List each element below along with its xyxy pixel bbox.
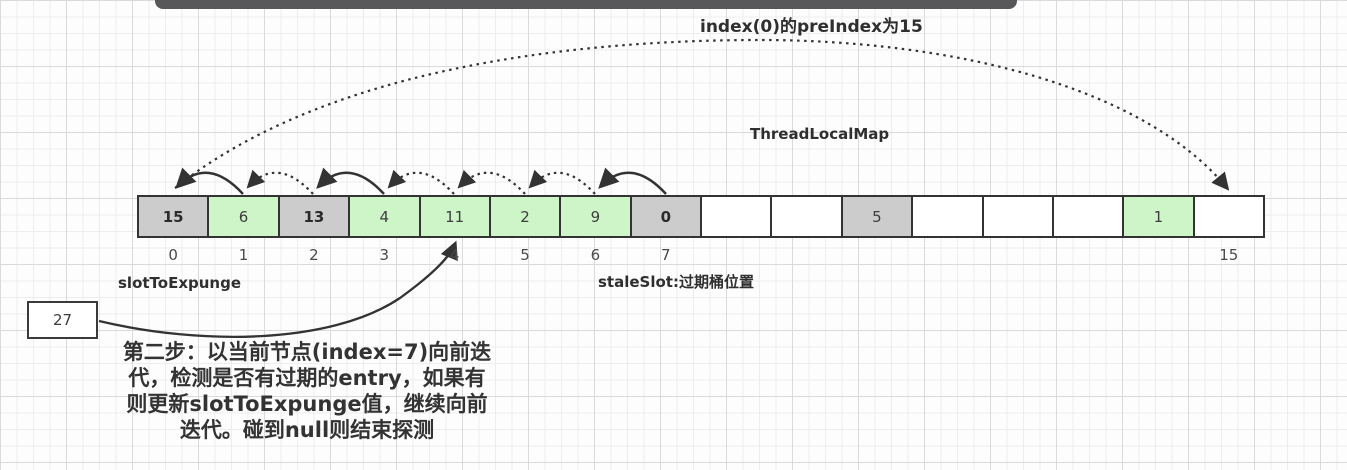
slot-to-expunge-label: slotToExpunge	[118, 274, 242, 292]
array-cell	[911, 195, 984, 238]
array-cell: 6 1	[207, 195, 280, 264]
step-note-line: 代，检测是否有过期的entry，如果有	[128, 366, 486, 390]
array-cell: 15	[1192, 195, 1265, 264]
array-cell: 15 0	[137, 195, 210, 264]
cell-index: 15	[1219, 246, 1239, 264]
array-cell: 4 3	[348, 195, 421, 264]
step-note: 第二步：以当前节点(index=7)向前迭 代，检测是否有过期的entry，如果…	[106, 339, 508, 443]
array-cell: 13 2	[277, 195, 351, 264]
array-cell: 1	[1122, 195, 1195, 238]
value-box-27: 27	[27, 301, 98, 339]
step-note-line: 第二步：以当前节点(index=7)向前迭	[122, 340, 492, 364]
bucket-array: 15 0 6 1 13 2 4 3 11 4 2	[137, 195, 1265, 264]
array-cell: 2 5	[488, 195, 562, 264]
probe-arc-1-to-0	[175, 167, 244, 195]
cell-index: 1	[238, 246, 249, 264]
cell-value: 5	[872, 207, 882, 226]
cell-index: 0	[168, 246, 178, 264]
cell-value: 11	[445, 207, 465, 226]
diagram-title: index(0)的preIndex为15	[700, 17, 923, 37]
cell-index: 4	[449, 246, 460, 264]
wrap-arc-index0-to-index15	[174, 38, 1230, 191]
cell-index: 2	[309, 246, 319, 264]
cell-value: 13	[303, 207, 325, 226]
cell-index: 5	[520, 246, 530, 264]
array-cell	[1051, 195, 1125, 238]
array-cell	[770, 195, 843, 238]
array-cell: 9 6	[559, 195, 632, 264]
threadlocalmap-label: ThreadLocalMap	[750, 125, 890, 143]
cell-value: 2	[520, 207, 530, 226]
cell-value: 6	[238, 207, 249, 226]
probe-arc-7-to-6	[598, 167, 667, 195]
cell-value: 0	[660, 207, 672, 226]
cell-value: 4	[379, 207, 390, 226]
cell-value: 15	[162, 207, 184, 226]
step-note-line: 迭代。碰到null则结束探测	[179, 418, 435, 442]
probe-arc-4-to-3	[387, 169, 455, 195]
cell-value: 9	[590, 207, 601, 226]
probe-arc-6-to-5	[528, 169, 596, 195]
cell-index: 3	[379, 246, 390, 264]
array-cell	[700, 195, 773, 238]
array-cell: 5	[840, 195, 914, 238]
cell-index: 6	[590, 246, 601, 264]
cell-index: 7	[661, 246, 671, 264]
array-cell	[981, 195, 1054, 238]
probe-arc-2-to-1	[246, 169, 314, 195]
value-box-27-text: 27	[52, 311, 73, 329]
stale-slot-label: staleSlot:过期桶位置	[598, 273, 754, 291]
step-note-line: 则更新slotToExpunge值，继续向前	[126, 392, 488, 416]
top-scrollbar-thumb[interactable]	[155, 0, 1017, 9]
array-cell: 11 4	[418, 195, 491, 264]
probe-arc-3-to-2	[316, 167, 385, 195]
probe-arc-5-to-4	[457, 169, 526, 195]
cell-value: 1	[1153, 207, 1164, 226]
array-cell: 0 7	[629, 195, 702, 264]
